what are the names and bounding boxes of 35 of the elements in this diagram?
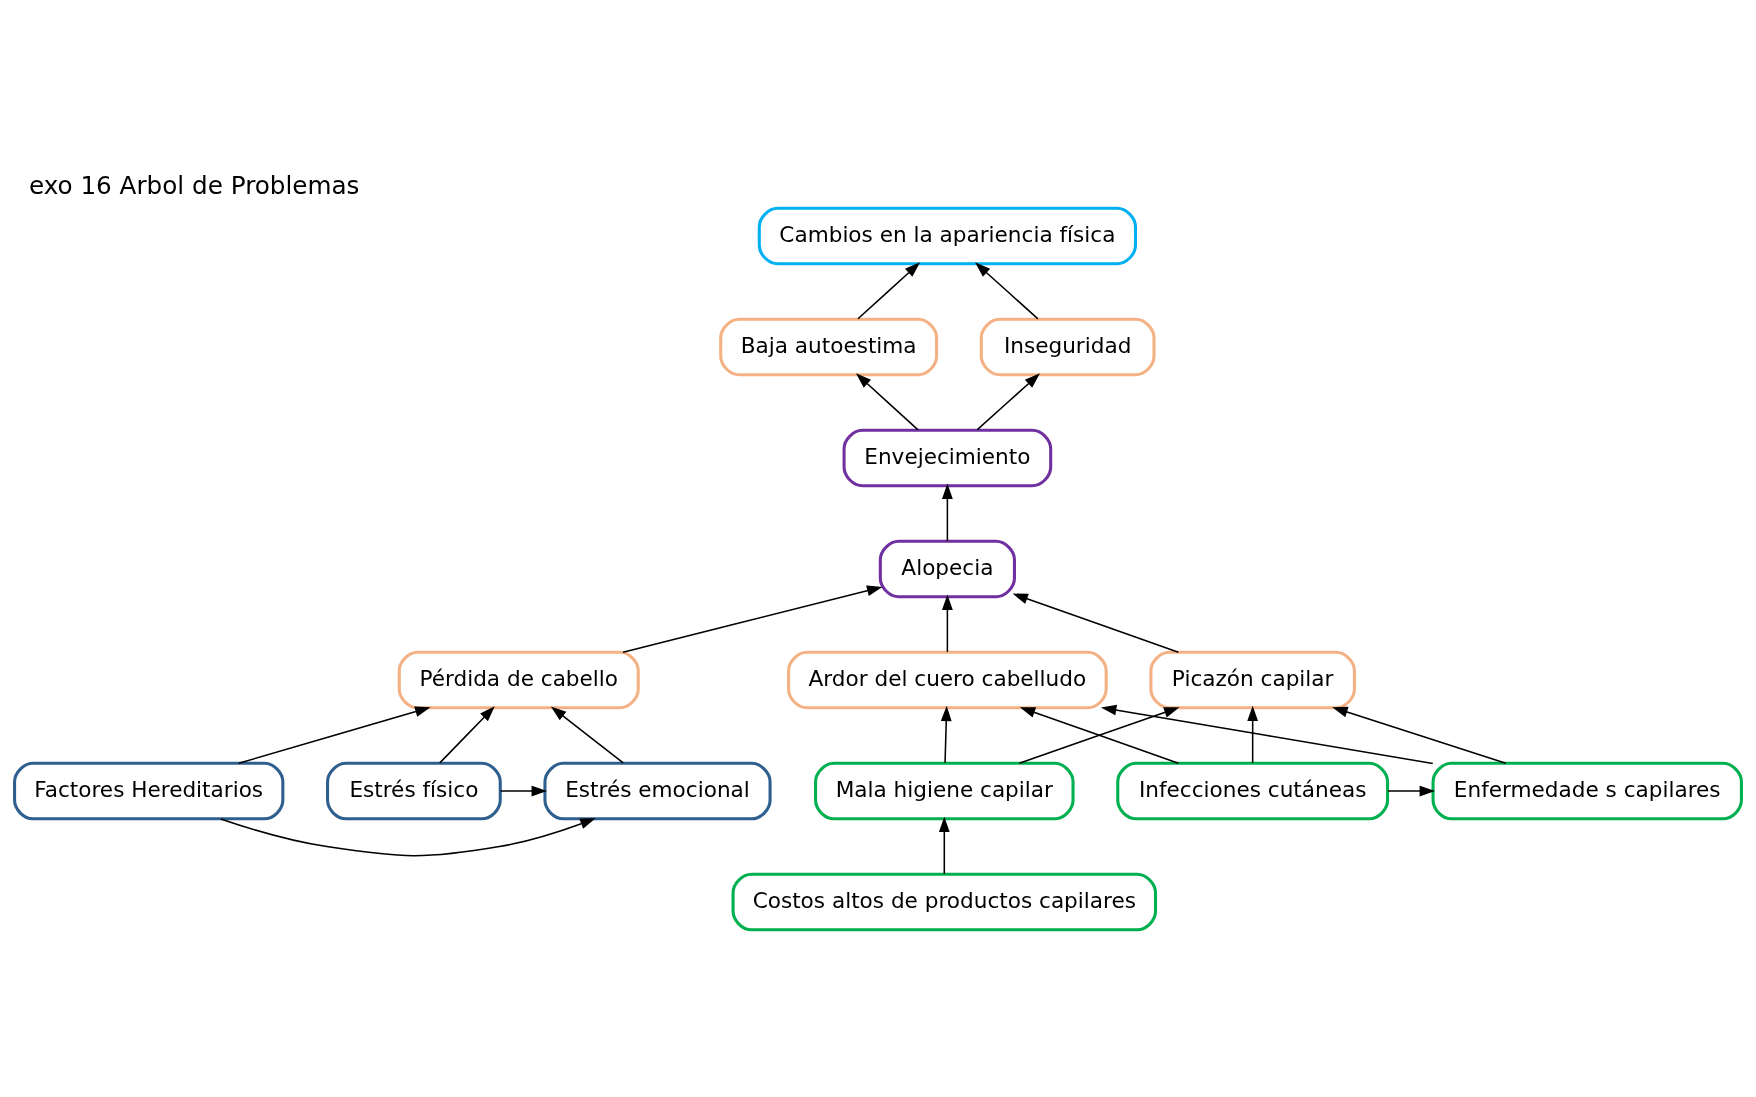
arrow: [439, 705, 495, 764]
node-box: Cambios en la apariencia física: [757, 206, 1138, 265]
arrow: [1387, 785, 1436, 796]
arrow: [976, 372, 1040, 431]
arrow: [1012, 593, 1180, 653]
arrow: [622, 584, 883, 653]
node-box: Baja autoestima: [719, 317, 939, 376]
node-box: Envejecimiento: [842, 428, 1053, 487]
diagram-title: exo 16 Arbol de Problemas: [28, 170, 360, 200]
node-box: Ardor del cuero cabelludo: [787, 650, 1108, 709]
arrow: [942, 594, 953, 653]
arrow: [975, 261, 1039, 320]
arrow: [855, 372, 919, 431]
arrow: [942, 483, 953, 542]
node-box: Factores Hereditarios: [13, 761, 285, 820]
arrow: [220, 817, 596, 856]
arrow: [938, 816, 950, 875]
arrow: [238, 705, 431, 764]
node-box: Mala higiene capilar: [814, 761, 1075, 820]
node-box: Estrés emocional: [543, 761, 772, 820]
arrow: [1332, 706, 1507, 764]
node-box: Alopecia: [878, 539, 1016, 598]
node-box: Infecciones cutáneas: [1116, 761, 1390, 820]
node-box: Picazón capilar: [1149, 650, 1356, 709]
node-box: Costos altos de productos capilares: [731, 872, 1158, 931]
arrow: [499, 785, 547, 796]
arrow: [940, 705, 952, 764]
arrow: [857, 261, 921, 320]
arrow: [1100, 704, 1434, 764]
arrow: [550, 706, 624, 764]
arrow: [1247, 705, 1259, 764]
node-box: Inseguridad: [979, 317, 1156, 376]
node-box: Pérdida de cabello: [397, 650, 640, 709]
node-box: Estrés físico: [326, 761, 502, 820]
node-box: Enfermedade s capilares: [1431, 761, 1743, 820]
